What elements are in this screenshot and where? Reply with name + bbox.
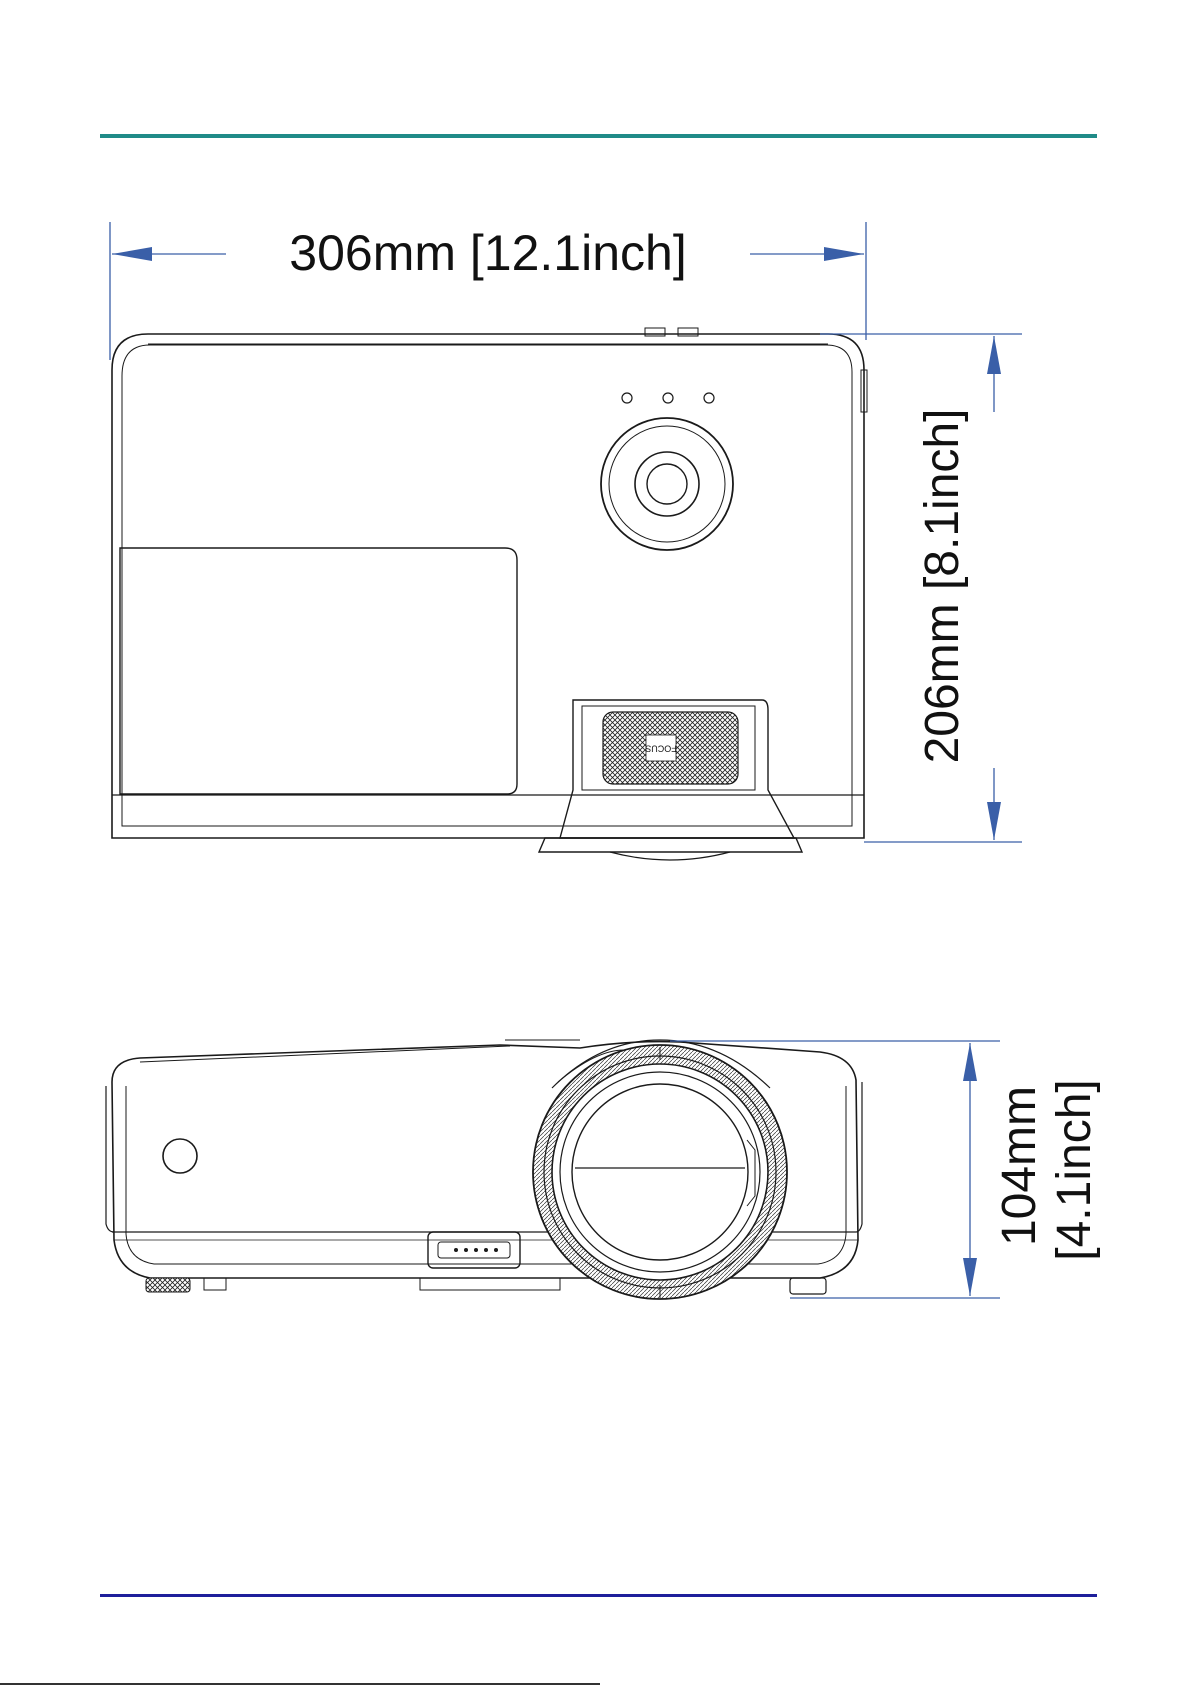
focus-label: FOCUS bbox=[645, 744, 677, 754]
height-label-line1: 104mm bbox=[993, 1086, 1046, 1246]
arrow-up-icon bbox=[987, 336, 1001, 374]
height-label-line2: [4.1inch] bbox=[1048, 1079, 1101, 1260]
width-dimension: 306mm [12.1inch] bbox=[110, 222, 866, 360]
depth-label: 206mm [8.1inch] bbox=[916, 409, 969, 764]
projector-top-view: FOCUS bbox=[112, 328, 867, 860]
arrow-right-icon bbox=[824, 247, 864, 261]
arrow-left-icon bbox=[112, 247, 152, 261]
depth-dimension: 206mm [8.1inch] bbox=[820, 334, 1022, 842]
arrow-up-icon bbox=[963, 1043, 977, 1081]
arrow-down-icon bbox=[963, 1258, 977, 1296]
projector-front-view bbox=[106, 1040, 862, 1299]
arrow-down-icon bbox=[987, 802, 1001, 840]
width-label: 306mm [12.1inch] bbox=[289, 225, 686, 281]
